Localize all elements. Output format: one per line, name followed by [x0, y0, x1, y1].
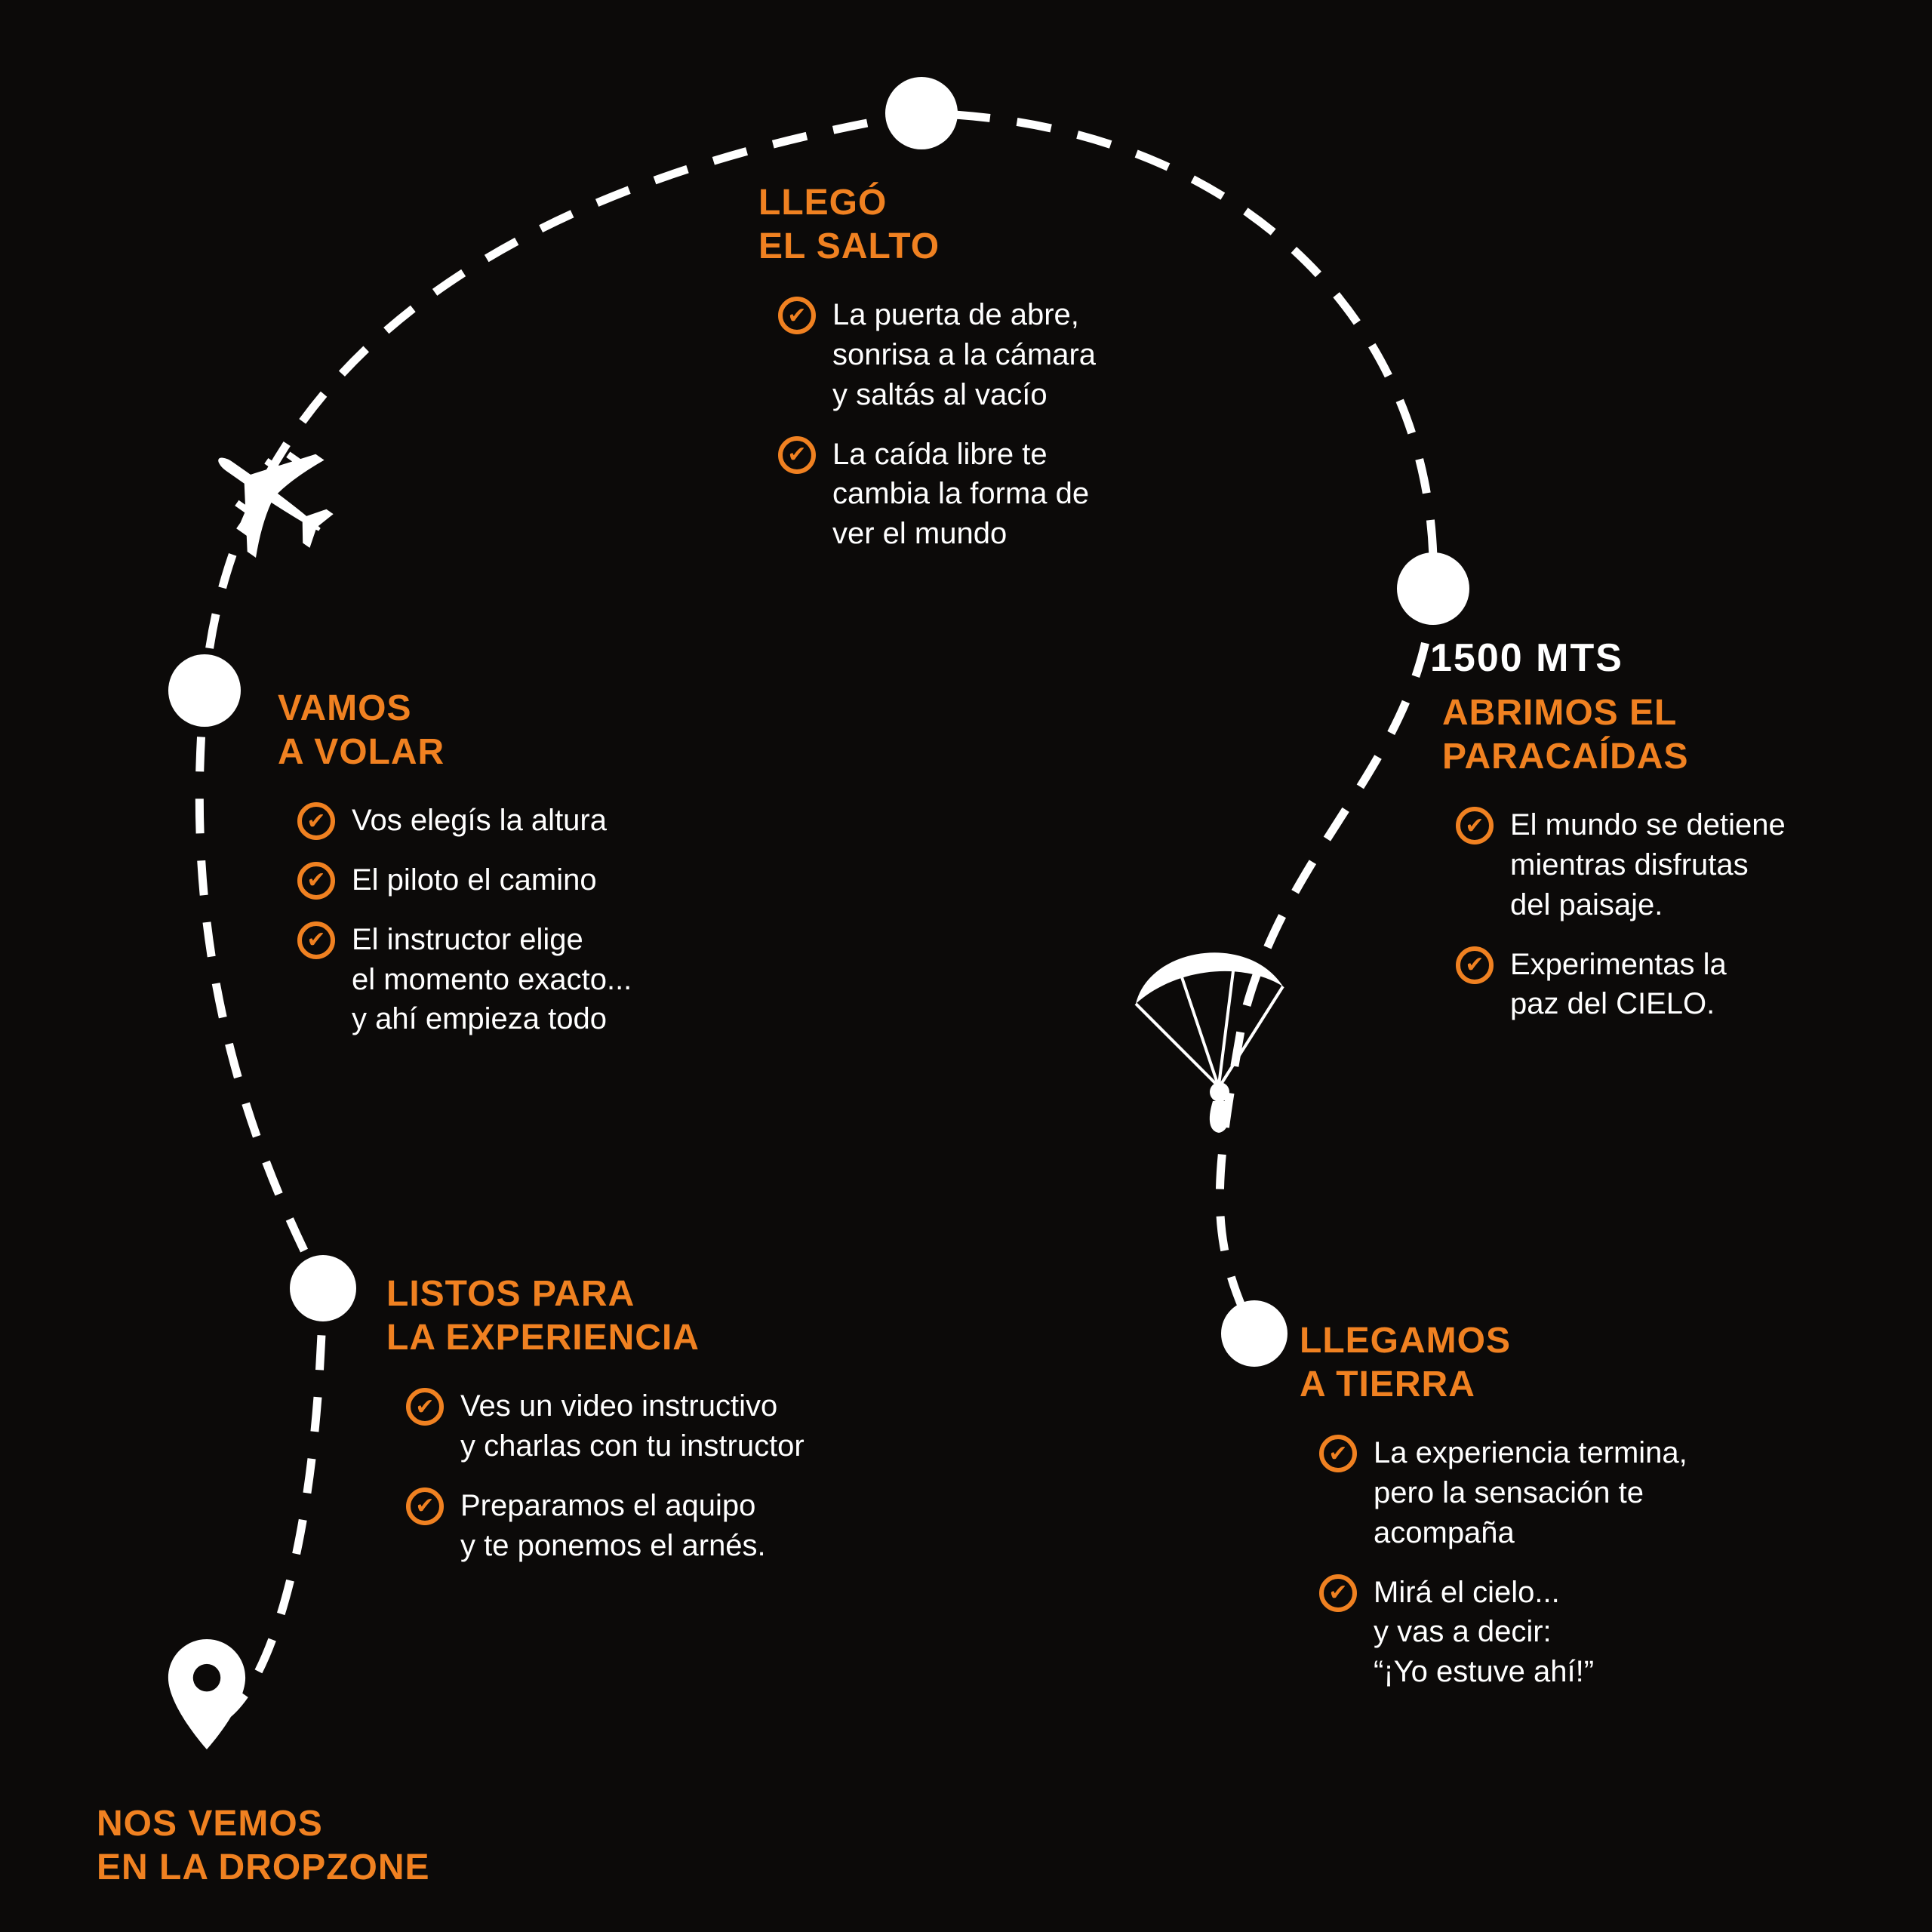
check-icon: ✔ [1456, 946, 1494, 984]
list-item: ✔ La puerta de abre, sonrisa a la cámara… [778, 295, 1196, 414]
check-icon: ✔ [778, 297, 816, 335]
item-text: Mirá el cielo... y vas a decir: “¡Yo est… [1374, 1575, 1595, 1689]
route-path [195, 109, 1438, 1723]
list-item: ✔ Ves un video instructivo y charlas con… [406, 1386, 884, 1466]
stage-tierra-title: LLEGAMOS A TIERRA [1300, 1321, 1511, 1404]
stage-vamos-title: VAMOS A VOLAR [278, 688, 445, 772]
list-item: ✔ Mirá el cielo... y vas a decir: “¡Yo e… [1319, 1573, 1767, 1692]
item-text: Ves un video instructivo y charlas con t… [460, 1389, 804, 1463]
stage-salto-title: LLEGÓ EL SALTO [758, 183, 940, 266]
stage-tierra-items: ✔ La experiencia termina, pero la sensac… [1300, 1433, 1767, 1692]
stage-tierra: LLEGAMOS A TIERRA ✔ La experiencia termi… [1300, 1319, 1767, 1712]
stage-node-vamos [168, 654, 241, 727]
list-item: ✔ La experiencia termina, pero la sensac… [1319, 1433, 1767, 1552]
stage-vamos: VAMOS A VOLAR ✔ Vos elegís la altura ✔ E… [278, 687, 700, 1059]
stage-listos-title: LISTOS PARA LA EXPERIENCIA [386, 1274, 700, 1358]
list-item: ✔ La caída libre te cambia la forma de v… [778, 435, 1196, 554]
airplane-icon: ✈ [153, 377, 383, 619]
stage-salto-items: ✔ La puerta de abre, sonrisa a la cámara… [758, 295, 1196, 554]
stage-paracaidas-items: ✔ El mundo se detiene mientras disfrutas… [1430, 805, 1898, 1024]
item-text: Experimentas la paz del CIELO. [1510, 947, 1727, 1021]
item-text: Preparamos el aquipo y te ponemos el arn… [460, 1488, 766, 1562]
stage-dropzone-title: NOS VEMOS EN LA DROPZONE [97, 1804, 430, 1887]
altitude-label: 1500 MTS [1430, 636, 1623, 680]
stage-paracaidas: 1500 MTS ABRIMOS EL PARACAÍDAS ✔ El mund… [1430, 635, 1898, 1044]
check-icon: ✔ [297, 921, 335, 959]
check-icon: ✔ [1456, 807, 1494, 845]
stage-dropzone: NOS VEMOS EN LA DROPZONE [97, 1802, 489, 1889]
check-icon: ✔ [778, 435, 816, 474]
item-text: El instructor elige el momento exacto...… [352, 922, 632, 1036]
airplane-glyph: ✈ [152, 377, 383, 620]
item-text: El mundo se detiene mientras disfrutas d… [1510, 808, 1786, 921]
item-text: Vos elegís la altura [352, 804, 607, 838]
check-icon: ✔ [1319, 1435, 1357, 1473]
list-item: ✔ Experimentas la paz del CIELO. [1456, 945, 1898, 1025]
check-icon: ✔ [406, 1487, 444, 1525]
stage-listos: LISTOS PARA LA EXPERIENCIA ✔ Ves un vide… [386, 1272, 884, 1585]
stage-node-paracaidas [1397, 552, 1469, 625]
item-text: La puerta de abre, sonrisa a la cámara y… [832, 298, 1097, 411]
stage-paracaidas-title: ABRIMOS EL PARACAÍDAS [1442, 693, 1689, 777]
check-icon: ✔ [297, 861, 335, 900]
check-icon: ✔ [406, 1388, 444, 1426]
stage-salto: LLEGÓ EL SALTO ✔ La puerta de abre, sonr… [758, 181, 1196, 574]
stage-node-salto [885, 77, 958, 149]
item-text: La experiencia termina, pero la sensació… [1374, 1436, 1687, 1549]
parachute-icon [1134, 952, 1284, 1133]
item-text: La caída libre te cambia la forma de ver… [832, 437, 1090, 551]
list-item: ✔ Vos elegís la altura [297, 801, 700, 841]
stage-listos-items: ✔ Ves un video instructivo y charlas con… [386, 1386, 884, 1565]
location-pin-icon [168, 1639, 246, 1749]
list-item: ✔ El piloto el camino [297, 860, 700, 900]
item-text: El piloto el camino [352, 863, 597, 897]
stage-vamos-items: ✔ Vos elegís la altura ✔ El piloto el ca… [278, 801, 700, 1039]
check-icon: ✔ [1319, 1574, 1357, 1612]
list-item: ✔ El mundo se detiene mientras disfrutas… [1456, 805, 1898, 924]
stage-node-listos [290, 1255, 356, 1321]
list-item: ✔ Preparamos el aquipo y te ponemos el a… [406, 1486, 884, 1566]
list-item: ✔ El instructor elige el momento exacto.… [297, 920, 700, 1039]
stage-node-tierra [1221, 1300, 1287, 1367]
check-icon: ✔ [297, 802, 335, 841]
